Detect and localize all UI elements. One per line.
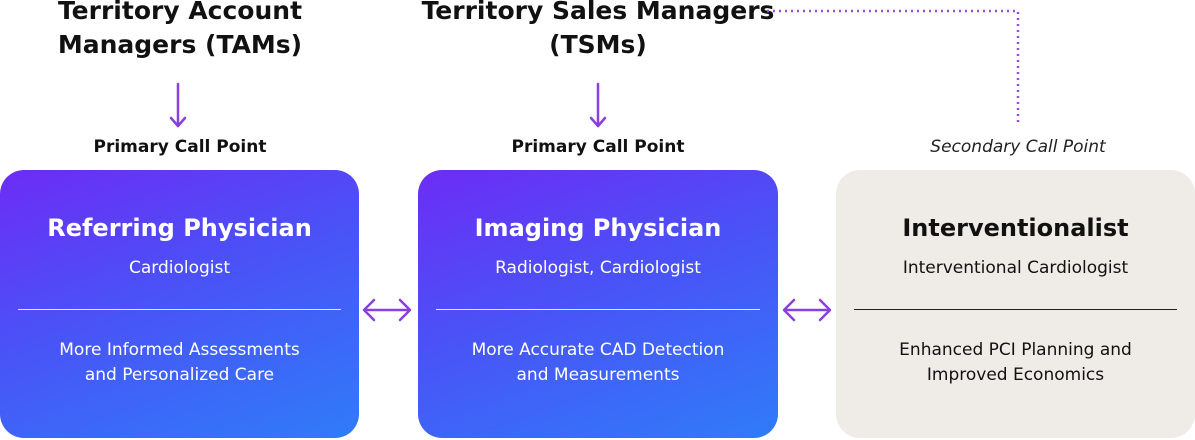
card-subtitle: Interventional Cardiologist	[902, 258, 1129, 278]
dotted-connector-line	[767, 9, 1020, 126]
primary-call-point-label-left: Primary Call Point	[93, 137, 267, 157]
card-title: Referring Physician	[47, 214, 312, 242]
card-description: More Accurate CAD Detection and Measurem…	[428, 338, 768, 388]
card-description-line-1: More Informed Assessments	[59, 340, 300, 360]
tams-heading-line-2: Managers (TAMs)	[57, 30, 303, 59]
card-title: Interventionalist	[902, 214, 1129, 242]
card-divider	[18, 309, 341, 310]
card-title: Imaging Physician	[474, 214, 722, 242]
card-description-line-2: and Personalized Care	[84, 365, 275, 385]
card-divider	[854, 309, 1177, 310]
card-divider	[436, 309, 760, 310]
referring-physician-card: Referring Physician Cardiologist More In…	[0, 170, 359, 438]
tsms-heading-line-2: (TSMs)	[549, 30, 647, 59]
imaging-physician-card: Imaging Physician Radiologist, Cardiolog…	[418, 170, 778, 438]
interventionalist-card: Interventionalist Interventional Cardiol…	[836, 170, 1195, 438]
tams-heading-line-1: Territory Account	[57, 0, 303, 25]
tams-heading: Territory Account Managers (TAMs)	[40, 0, 320, 62]
tsms-heading: Territory Sales Managers (TSMs)	[420, 0, 776, 62]
card-subtitle: Radiologist, Cardiologist	[495, 258, 701, 278]
bidirectional-arrow-icon-left	[362, 298, 412, 322]
card-description-line-2: Improved Economics	[926, 365, 1105, 385]
card-subtitle: Cardiologist	[128, 258, 231, 278]
secondary-call-point-label: Secondary Call Point	[930, 137, 1106, 157]
card-description-line-1: Enhanced PCI Planning and	[899, 340, 1132, 360]
down-arrow-icon-tsms	[589, 82, 607, 128]
card-description-line-1: More Accurate CAD Detection	[471, 340, 725, 360]
card-description-line-2: and Measurements	[516, 365, 680, 385]
tsms-heading-line-1: Territory Sales Managers	[421, 0, 775, 25]
down-arrow-icon-tams	[169, 82, 187, 128]
primary-call-point-label-middle: Primary Call Point	[511, 137, 685, 157]
bidirectional-arrow-icon-right	[782, 298, 832, 322]
card-description: More Informed Assessments and Personaliz…	[10, 338, 349, 388]
card-description: Enhanced PCI Planning and Improved Econo…	[846, 338, 1185, 388]
